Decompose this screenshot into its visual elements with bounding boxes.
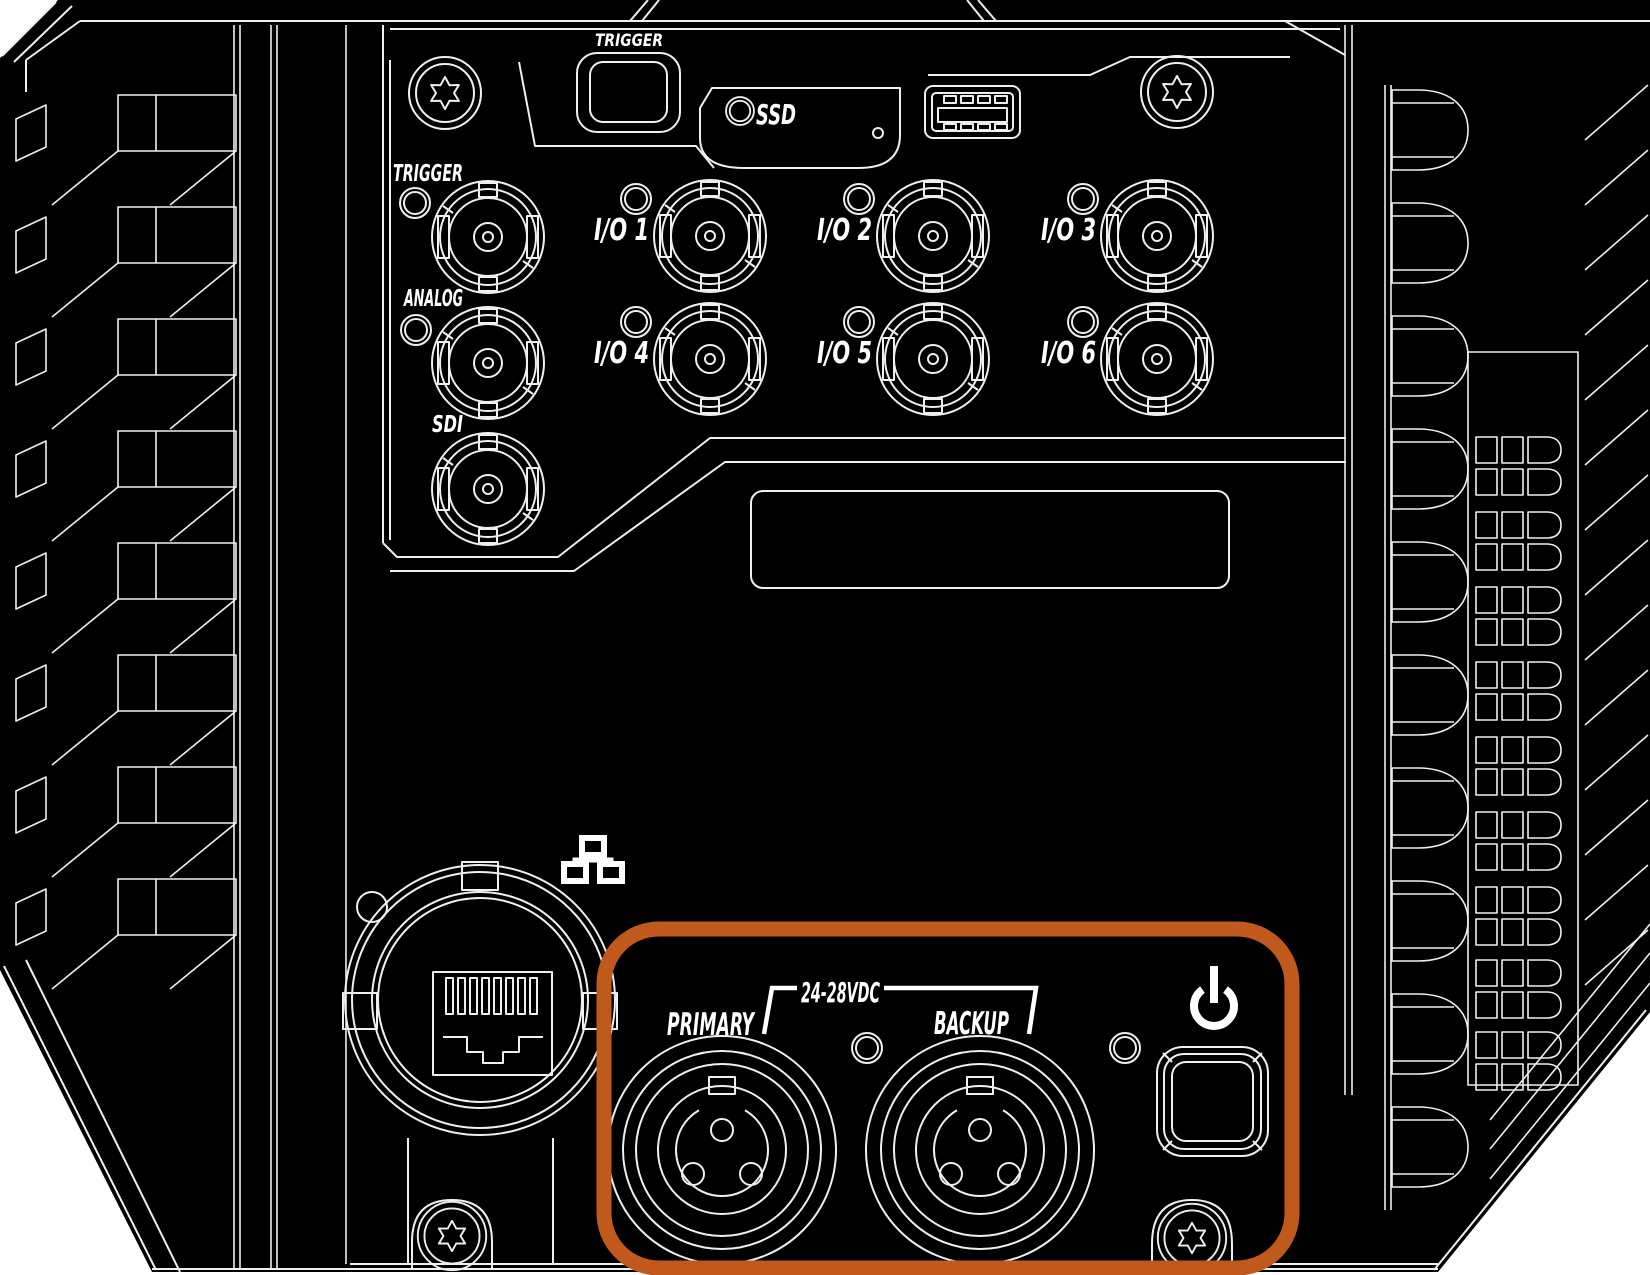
power-section: PRIMARY BACKUP 24-28VDC	[596, 921, 1300, 1275]
power-button	[1156, 1046, 1269, 1157]
ethernet-icon	[561, 835, 625, 884]
blank-label-plate	[750, 490, 1230, 589]
io-2-label: I/O 2	[817, 213, 872, 248]
primary-power-input: PRIMARY	[607, 1007, 883, 1265]
right-pin-connector-block	[1467, 351, 1579, 1091]
ssd-label: SSD	[756, 98, 796, 131]
right-heatsink-fins	[1344, 25, 1469, 1210]
io-port-1: I/O 1	[594, 179, 767, 293]
trigger-button: TRIGGER	[576, 31, 681, 133]
backup-power-input: BACKUP	[865, 1006, 1141, 1265]
ssd-access-hole	[872, 127, 884, 139]
io-port-4: I/O 4	[594, 302, 767, 416]
io-port-6: I/O 6	[1041, 302, 1214, 416]
io-1-label: I/O 1	[594, 213, 649, 248]
power-icon	[1190, 966, 1238, 1030]
trigger-input: TRIGGER	[393, 161, 545, 294]
handle-silhouette	[629, 0, 997, 22]
trigger-input-label: TRIGGER	[393, 161, 463, 187]
sdi-label: SDI	[432, 412, 463, 438]
io-port-3: I/O 3	[1041, 179, 1214, 293]
sdi-output: SDI	[431, 412, 545, 546]
io-port-2: I/O 2	[817, 179, 990, 293]
torx-screw-bottom-right	[1151, 1199, 1233, 1274]
torx-screw-bottom-left	[411, 1199, 493, 1272]
io-plate-outline	[382, 25, 1346, 572]
analog-input: ANALOG	[400, 286, 545, 420]
power-highlight-box	[596, 921, 1300, 1275]
io-3-label: I/O 3	[1041, 213, 1096, 248]
voltage-label: 24-28VDC	[801, 976, 880, 1009]
io-5-label: I/O 5	[817, 336, 872, 371]
trigger-button-label: TRIGGER	[595, 31, 663, 51]
io-4-label: I/O 4	[594, 336, 649, 371]
left-heatsink-fins	[15, 25, 347, 1268]
ssd-indicator: SSD	[699, 87, 901, 169]
voltage-bracket: 24-28VDC	[761, 976, 1039, 1035]
right-edge-hatch-fins	[1489, 84, 1650, 1180]
io-port-5: I/O 5	[817, 302, 990, 416]
io-panel: I/O 1 I/O 2 I/O 3 I/O 4 I/O 5 I/O 6	[594, 179, 1214, 416]
io-6-label: I/O 6	[1041, 336, 1096, 371]
analog-label: ANALOG	[403, 286, 463, 312]
usb-port	[924, 56, 1290, 139]
